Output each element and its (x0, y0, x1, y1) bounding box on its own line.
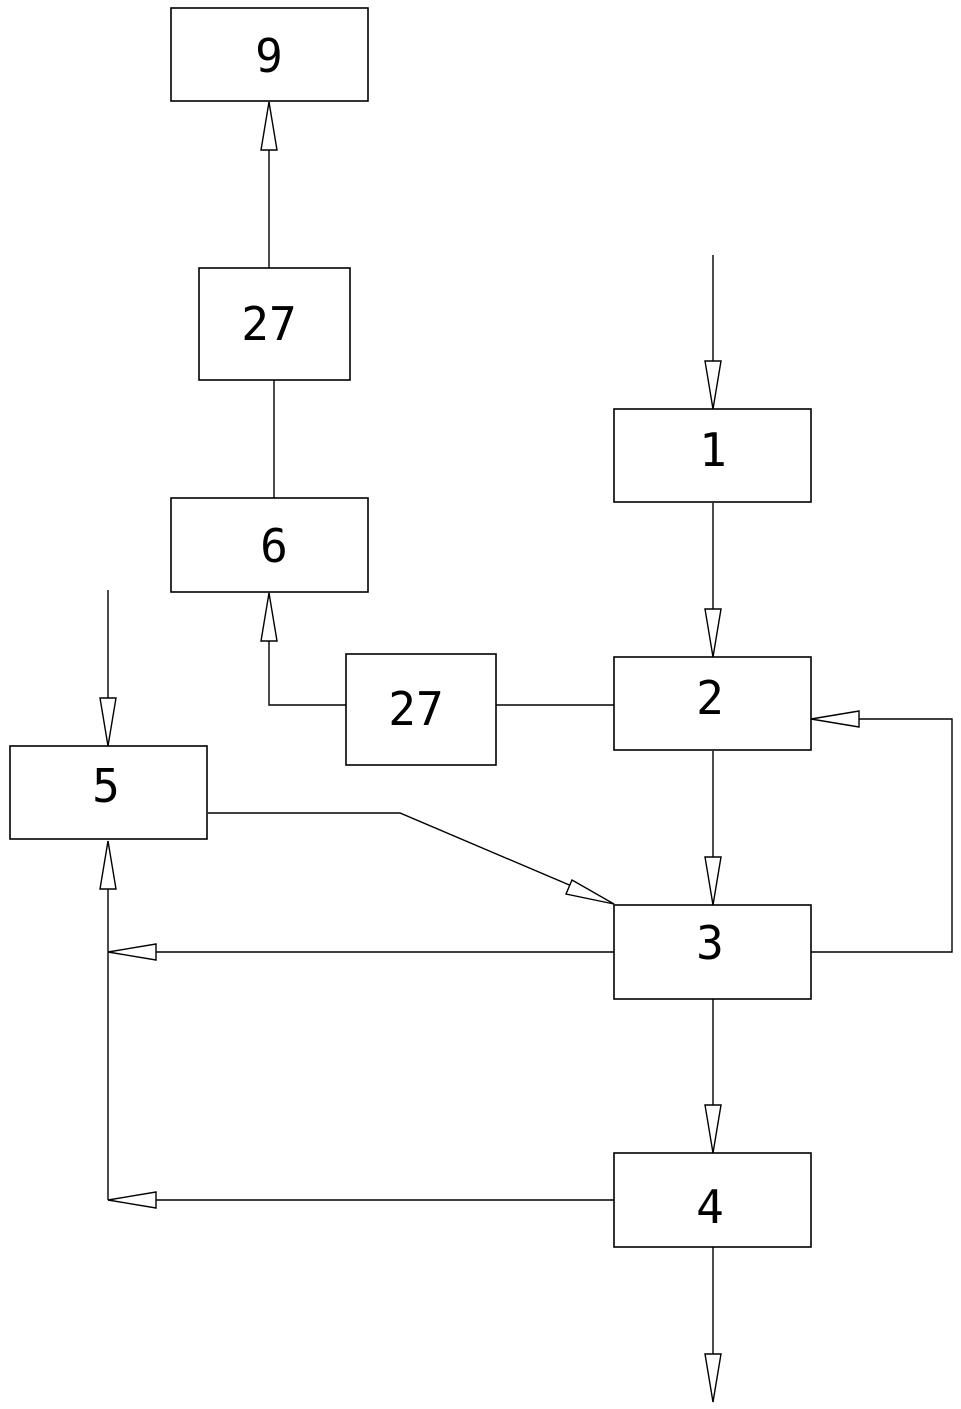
arrowheads (99, 101, 860, 1403)
block-3-frame (613, 904, 812, 1000)
arrowhead-left-from-4 (107, 1191, 157, 1209)
arrowhead-up-into-6 (260, 592, 278, 642)
block-6-frame (170, 497, 369, 593)
arrowhead-down-into-2 (704, 608, 722, 658)
block-4-label: 4 (696, 1180, 724, 1234)
block-27-mid-frame (345, 653, 497, 766)
block-2-frame (613, 656, 812, 751)
arrowhead-down-into-3 (704, 856, 722, 906)
block-4: 4 (613, 1152, 812, 1248)
arrowhead-up-into-5 (99, 840, 117, 890)
arrowhead-into-3-from-5 (565, 879, 615, 905)
block-2-label: 2 (696, 671, 724, 725)
block-4-frame (613, 1152, 812, 1248)
block-5: 5 (9, 745, 208, 840)
arrowhead-down-into-4 (704, 1104, 722, 1154)
block-3-label: 3 (696, 916, 724, 970)
block-1-label: 1 (699, 423, 727, 477)
block-5-label: 5 (92, 759, 120, 813)
block-5-frame (9, 745, 208, 840)
block-2: 2 (613, 656, 812, 751)
arrowhead-output-down (704, 1353, 722, 1403)
line-27mid-to-6 (268, 593, 346, 706)
block-3: 3 (613, 904, 812, 1000)
block-6-label: 6 (260, 519, 288, 573)
block-1: 1 (613, 408, 812, 503)
connectors (107, 102, 953, 1402)
arrowhead-left-from-3 (107, 943, 157, 961)
line-5-to-3 (208, 812, 615, 905)
block-27-mid: 27 (345, 653, 497, 766)
arrowhead-down-into-1 (704, 360, 722, 410)
block-27-top: 27 (198, 267, 351, 381)
block-6: 6 (170, 497, 369, 593)
arrowhead-up-into-9 (260, 101, 278, 151)
block-9: 9 (170, 7, 369, 102)
block-9-label: 9 (255, 29, 283, 83)
arrowhead-into-2-recycle (810, 710, 860, 728)
line-3-recycle-to-2 (811, 718, 953, 953)
block-27-top-frame (198, 267, 351, 381)
block-27-mid-label: 27 (388, 682, 443, 736)
block-27-top-label: 27 (241, 297, 296, 351)
block-1-frame (613, 408, 812, 503)
block-9-frame (170, 7, 369, 102)
arrowhead-down-into-5 (99, 697, 117, 747)
